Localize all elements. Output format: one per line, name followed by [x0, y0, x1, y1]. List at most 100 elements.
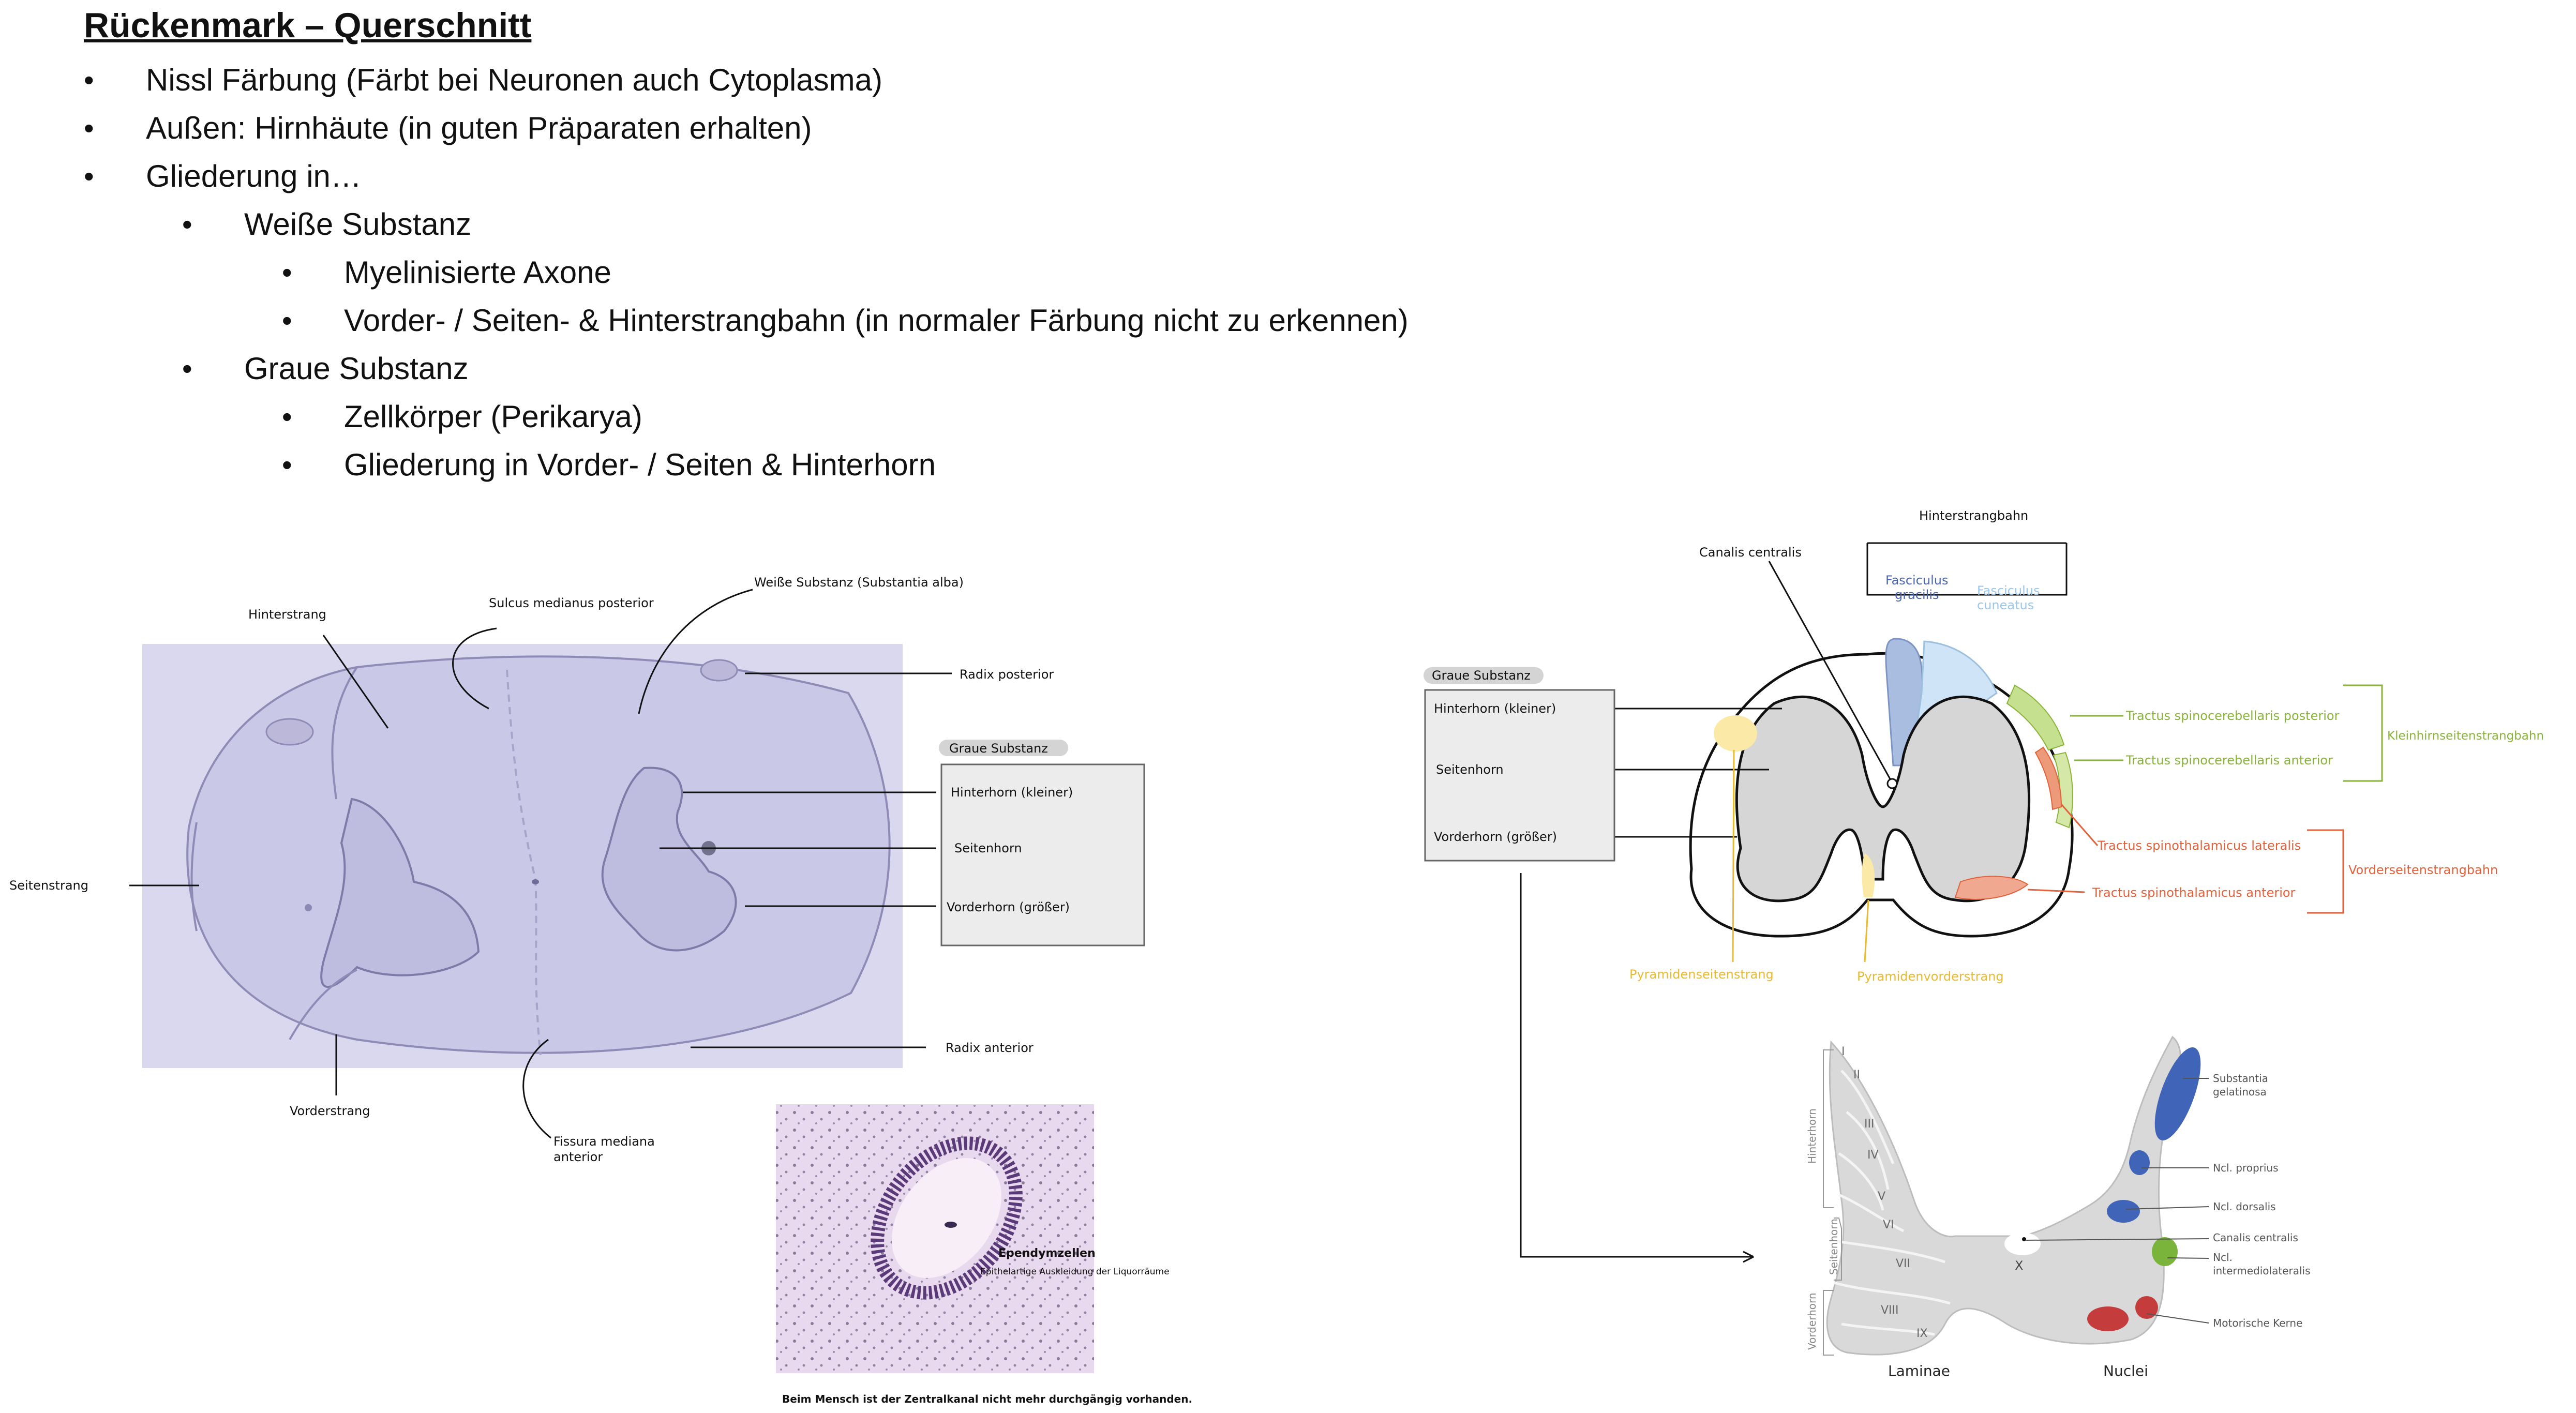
nucleus-intermediolateralis — [2152, 1237, 2178, 1266]
tract-pyramidenvorderstrang — [1862, 853, 1875, 897]
label-tractus-sta: Tractus spinothalamicus anterior — [2092, 885, 2296, 900]
graue-substanz-box — [1424, 689, 1615, 862]
label-weisse-substanz: Weiße Substanz (Substantia alba) — [754, 575, 964, 590]
leader-line — [2060, 804, 2099, 846]
dorsal-column-boundary — [331, 666, 358, 800]
lamina-numeral: VIII — [1881, 1304, 1899, 1317]
bullet-item: Nissl Färbung (Färbt bei Neuronen auch C… — [84, 56, 1409, 104]
label-radix-anterior: Radix anterior — [946, 1041, 1034, 1055]
bullet-item: Vorder- / Seiten- & Hinterstrangbahn (in… — [84, 296, 1409, 344]
label-kleinhirnseitenstrangbahn: Kleinhirnseitenstrangbahn — [2387, 729, 2544, 743]
laminae-figure: Hinterhorn Seitenhorn Vorderhorn I II II… — [1806, 1035, 2311, 1379]
nucleus-motor-medial — [2087, 1306, 2129, 1331]
label-ependymzellen: Ependymzellen — [998, 1247, 1096, 1260]
bracket-kleinhirn — [2343, 684, 2383, 782]
tract-spinocerebellaris-posterior — [2006, 684, 2065, 751]
label-substantia-gelatinosa-1: Substantia — [2213, 1072, 2268, 1085]
label-fissura-line2: anterior — [553, 1150, 603, 1164]
tract-spinocerebellaris-anterior — [2053, 751, 2073, 829]
radix-posterior-stump — [700, 659, 738, 682]
bracket-vorderhorn — [1823, 1290, 1834, 1356]
leader-line — [1768, 561, 1892, 780]
histology-figure: Hinterstrang Sulcus medianus posterior W… — [9, 575, 1145, 1164]
bullet-item: Graue Substanz — [84, 344, 1409, 393]
label-fissura-line1: Fissura mediana — [553, 1134, 655, 1149]
lamina-numeral: IX — [1916, 1327, 1928, 1340]
leader-line — [638, 589, 753, 714]
label-fasciculus-gracilis-1: Fasciculus — [1885, 573, 1948, 588]
label-graue-substanz: Graue Substanz — [1432, 668, 1531, 683]
lamina-numeral: I — [1841, 1045, 1845, 1058]
canalis-centralis-dot — [1886, 778, 1898, 789]
label-canalis-centralis: Canalis centralis — [2213, 1231, 2298, 1244]
canalis-centralis-oval — [2004, 1232, 2041, 1255]
label-hinterhorn: Hinterhorn (kleiner) — [1434, 701, 1556, 716]
lamina-numeral: III — [1864, 1118, 1874, 1131]
graue-substanz-pill — [939, 740, 1068, 756]
label-seitenstrang: Seitenstrang — [9, 878, 88, 893]
median-septum — [506, 669, 542, 1056]
label-ependym-sub: Epithelartige Auskleidung der Liquorräum… — [980, 1267, 1170, 1277]
link-arrow — [1520, 873, 1754, 1258]
lateral-boundary — [190, 822, 198, 931]
leader-line — [2025, 1238, 2209, 1241]
label-graue-substanz: Graue Substanz — [949, 741, 1048, 756]
radix-stump-left — [265, 718, 314, 746]
label-hinterhorn: Hinterhorn (kleiner) — [951, 785, 1073, 800]
label-nuclei: Nuclei — [2103, 1362, 2148, 1379]
label-tractus-stl: Tractus spinothalamicus lateralis — [2097, 838, 2301, 853]
gray-matter-butterfly — [1735, 695, 2031, 903]
label-pyramidenvorderstrang: Pyramidenvorderstrang — [1857, 969, 2004, 984]
nucleus-motor-lateral — [2135, 1296, 2158, 1319]
leader-line — [2146, 1313, 2209, 1324]
bracket-vorderseiten — [2307, 829, 2344, 914]
label-fasciculus-cuneatus-1: Fasciculus — [1977, 583, 2040, 598]
label-ncl-proprius: Ncl. proprius — [2213, 1162, 2279, 1174]
vessel-dot — [305, 904, 312, 911]
lamina-numeral: VI — [1883, 1219, 1894, 1231]
label-vorderseitenstrangbahn: Vorderseitenstrangbahn — [2348, 863, 2498, 877]
label-fasciculus-cuneatus-2: cuneatus — [1977, 598, 2034, 612]
ependym-figure: Ependymzellen Epithelartige Auskleidung … — [776, 1104, 1192, 1405]
label-ncl-iml-1: Ncl. — [2213, 1251, 2233, 1264]
label-hinterstrangbahn: Hinterstrangbahn — [1919, 508, 2028, 523]
canal-lumen — [892, 1158, 1001, 1278]
bracket-seitenhorn — [1834, 1217, 1842, 1281]
label-pyramidenseitenstrang: Pyramidenseitenstrang — [1629, 967, 1774, 982]
label-vorderhorn: Vorderhorn (größer) — [1434, 830, 1557, 844]
gray-matter-left — [320, 798, 480, 988]
lamina-numeral: II — [1853, 1069, 1860, 1081]
gray-matter-right — [601, 766, 737, 952]
nucleus-proprius — [2129, 1150, 2150, 1175]
bracket-hinterhorn — [1823, 1049, 1834, 1208]
label-seitenhorn: Seitenhorn — [1436, 762, 1504, 777]
label-ncl-iml-2: intermediolateralis — [2213, 1265, 2311, 1277]
label-motorische-kerne: Motorische Kerne — [2213, 1317, 2302, 1329]
label-canalis-centralis: Canalis centralis — [1699, 545, 1802, 560]
ependym-caption: Beim Mensch ist der Zentralkanal nicht m… — [782, 1393, 1192, 1405]
leader-line — [452, 627, 497, 710]
page-title: Rückenmark – Querschnitt — [84, 6, 532, 45]
leader-line — [2125, 1206, 2209, 1210]
label-tractus-sca: Tractus spinocerebellaris anterior — [2125, 753, 2333, 768]
label-radix-posterior: Radix posterior — [960, 667, 1054, 682]
lamina-numeral: IV — [1867, 1149, 1879, 1162]
nucleus-dorsalis — [2107, 1200, 2140, 1223]
lamina-boundaries — [1833, 1070, 1951, 1336]
schema-figure: Hinterstrangbahn Canalis centralis Fasci… — [1424, 508, 2544, 1263]
leader-line — [1732, 749, 1735, 963]
label-vorderhorn: Vorderhorn (größer) — [947, 900, 1070, 914]
bullet-item: Gliederung in Vorder- / Seiten & Hinterh… — [84, 441, 1409, 489]
label-region-vorderhorn: Vorderhorn — [1806, 1292, 1818, 1350]
ventral-boundary — [289, 969, 357, 1040]
tract-spinothalamicus-lateralis — [2034, 746, 2062, 810]
label-laminae: Laminae — [1888, 1362, 1950, 1379]
leader-line — [322, 635, 389, 729]
label-ncl-dorsalis: Ncl. dorsalis — [2213, 1200, 2276, 1213]
bullet-item: Gliederung in… — [84, 152, 1409, 200]
nucleus-substantia-gelatinosa — [2154, 1047, 2201, 1140]
lamina-numeral: VII — [1896, 1257, 1910, 1270]
tract-spinothalamicus-anterior — [1954, 876, 2029, 900]
leader-line — [1864, 899, 1869, 963]
